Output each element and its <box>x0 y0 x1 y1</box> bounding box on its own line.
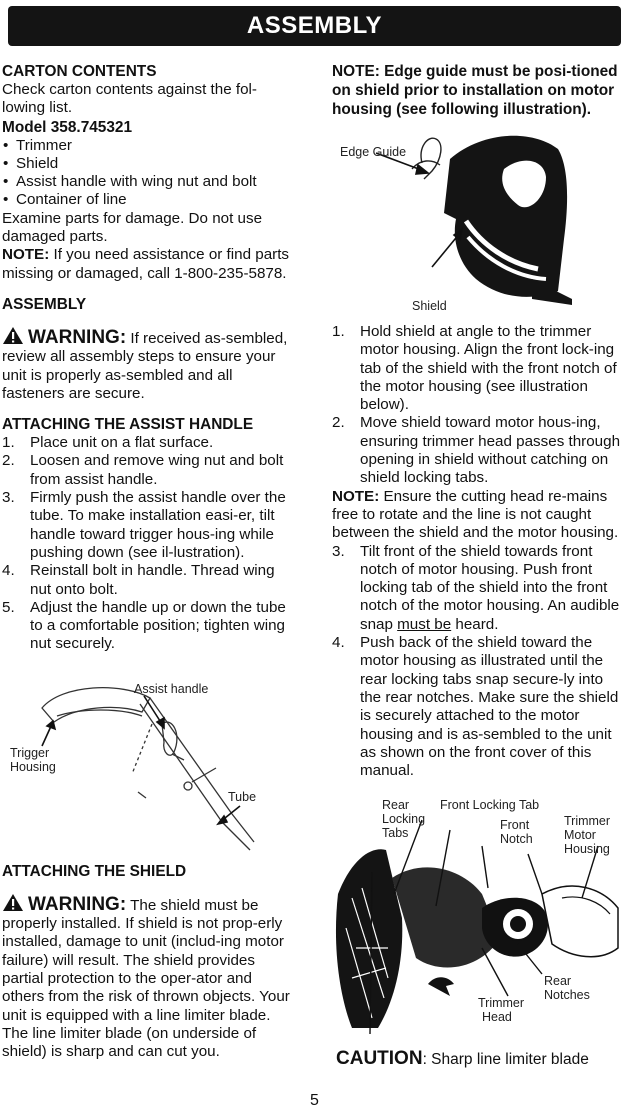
shield-label: Shield <box>412 299 447 313</box>
assist-handle-steps: 1. Place unit on a flat surface. 2. Loosen… <box>2 434 298 654</box>
cutting-head-note: NOTE: Ensure the cutting head re-mains f… <box>332 488 626 543</box>
step-number: 3. <box>332 542 345 560</box>
list-item: 4. Push back of the shield toward the mot… <box>332 634 626 780</box>
step-number: 5. <box>2 598 15 616</box>
tube-label: Tube <box>228 789 257 804</box>
warning-triangle-icon <box>3 326 23 344</box>
caution-text: : Sharp line limiter blade <box>422 1051 589 1068</box>
warning-triangle-icon <box>3 893 23 911</box>
list-item: 3. Firmly push the assist handle over the… <box>2 489 298 562</box>
step-number: 4. <box>2 562 15 580</box>
right-column: NOTE: Edge guide must be posi-tioned on … <box>332 62 626 1035</box>
warning-label: WARNING: <box>28 893 127 915</box>
step-text: Hold shield at angle to the trimmer moto… <box>360 323 617 414</box>
warning-text: The shield must be properly installed. I… <box>2 896 290 1061</box>
front-notch-label-2: Notch <box>500 832 533 847</box>
shield-attachment-illustration: Rear Locking Tabs Front Locking Tab Fron… <box>332 798 626 1035</box>
rear-notches-label-1: Rear <box>544 974 572 989</box>
assistance-note: NOTE: If you need assistance or find par… <box>2 246 298 283</box>
housing-label: Housing <box>10 759 56 774</box>
trimmer-motor-housing-label-2: Motor <box>564 828 596 843</box>
warning-assembled: WARNING: If received as-sembled, review … <box>2 326 298 403</box>
note-label: NOTE: <box>2 246 50 264</box>
shield-drawing <box>375 135 572 305</box>
trimmer-head-label-1: Trimmer <box>478 996 525 1011</box>
step-text: heard. <box>451 615 499 633</box>
shield-steps-continued: 3. Tilt front of the shield towards front… <box>332 543 626 781</box>
step-text: Reinstall bolt in handle. Thread wing nu… <box>30 562 275 598</box>
step-text: Tilt front of the shield towards front n… <box>360 542 620 633</box>
warning-label: WARNING: <box>28 326 127 348</box>
step-text-underlined: must be <box>397 615 452 633</box>
list-item: Container of line <box>2 191 298 210</box>
model-number: Model 358.745321 <box>2 118 133 136</box>
step-number: 3. <box>2 489 15 507</box>
shield-attachment-drawing <box>335 820 619 1035</box>
trimmer-head-label-2: Head <box>482 1010 512 1025</box>
attaching-shield-heading: ATTACHING THE SHIELD <box>2 862 187 880</box>
caution-note: CAUTION: Sharp line limiter blade <box>336 1048 589 1070</box>
step-text: Push back of the shield toward the motor… <box>360 634 619 780</box>
edge-guide-note: NOTE: Edge guide must be posi-tioned on … <box>332 63 618 118</box>
trigger-label: Trigger <box>10 745 50 760</box>
step-number: 4. <box>332 634 345 652</box>
edge-guide-label: Edge Guide <box>340 145 407 159</box>
assist-handle-heading: ATTACHING THE ASSIST HANDLE <box>2 416 254 434</box>
shield-steps: 1. Hold shield at angle to the trimmer mo… <box>332 323 626 488</box>
note-text: If you need assistance or find parts mis… <box>2 246 290 282</box>
trimmer-motor-housing-label-3: Housing <box>564 842 610 857</box>
step-text: Move shield toward motor hous-ing, ensur… <box>360 414 621 487</box>
left-column: CARTON CONTENTS Check carton contents ag… <box>2 62 298 1061</box>
front-notch-label-1: Front <box>500 818 530 833</box>
trimmer-motor-housing-label-1: Trimmer <box>564 814 611 829</box>
rear-notches-label-2: Notches <box>544 988 590 1003</box>
list-item: 3. Tilt front of the shield towards front… <box>332 543 626 634</box>
list-item: 4. Reinstall bolt in handle. Thread wing … <box>2 562 298 599</box>
front-locking-tab-label: Front Locking Tab <box>440 798 540 813</box>
list-item: 2. Move shield toward motor hous-ing, ens… <box>332 414 626 487</box>
step-text: Place unit on a flat surface. <box>30 434 214 452</box>
assist-handle-drawing <box>41 686 255 851</box>
assembly-heading: ASSEMBLY <box>2 295 87 313</box>
carton-contents-text: Check carton contents against the fol-lo… <box>2 81 257 117</box>
carton-items-list: Trimmer Shield Assist handle with wing n… <box>2 137 298 210</box>
warning-text: If received as-sembled, review all assem… <box>2 329 288 402</box>
section-banner: ASSEMBLY <box>8 6 621 46</box>
list-item: 5. Adjust the handle up or down the tube … <box>2 599 298 654</box>
list-item: 2. Loosen and remove wing nut and bolt fr… <box>2 452 298 489</box>
rear-locking-tabs-label-3: Tabs <box>382 826 409 841</box>
rear-locking-tabs-label-1: Rear <box>382 798 410 813</box>
page-number: 5 <box>310 1092 319 1109</box>
rear-locking-tabs-label-2: Locking <box>382 812 426 827</box>
step-number: 2. <box>332 414 345 432</box>
carton-contents-heading: CARTON CONTENTS <box>2 63 157 80</box>
step-number: 1. <box>2 434 15 452</box>
edge-guide-illustration: Edge Guide Shield <box>332 129 626 313</box>
caution-label: CAUTION <box>336 1048 423 1069</box>
note-text: Ensure the cutting head re-mains free to… <box>332 487 619 542</box>
step-text: Adjust the handle up or down the tube to… <box>30 598 286 653</box>
assist-handle-illustration: Assist handle Trigger Housing Tube <box>2 664 298 854</box>
warning-shield: WARNING: The shield must be properly ins… <box>2 893 298 1062</box>
assist-handle-label: Assist handle <box>134 681 209 696</box>
examine-text: Examine parts for damage. Do not use dam… <box>2 209 263 246</box>
list-item: Assist handle with wing nut and bolt <box>2 173 298 192</box>
step-text: Loosen and remove wing nut and bolt from… <box>30 452 284 488</box>
step-text: Firmly push the assist handle over the t… <box>30 489 286 561</box>
list-item: 1. Hold shield at angle to the trimmer mo… <box>332 323 626 414</box>
list-item: 1. Place unit on a flat surface. <box>2 434 298 452</box>
note-label: NOTE: <box>332 487 380 505</box>
list-item: Trimmer <box>2 137 298 156</box>
list-item: Shield <box>2 155 298 174</box>
step-number: 2. <box>2 452 15 470</box>
step-number: 1. <box>332 323 345 340</box>
